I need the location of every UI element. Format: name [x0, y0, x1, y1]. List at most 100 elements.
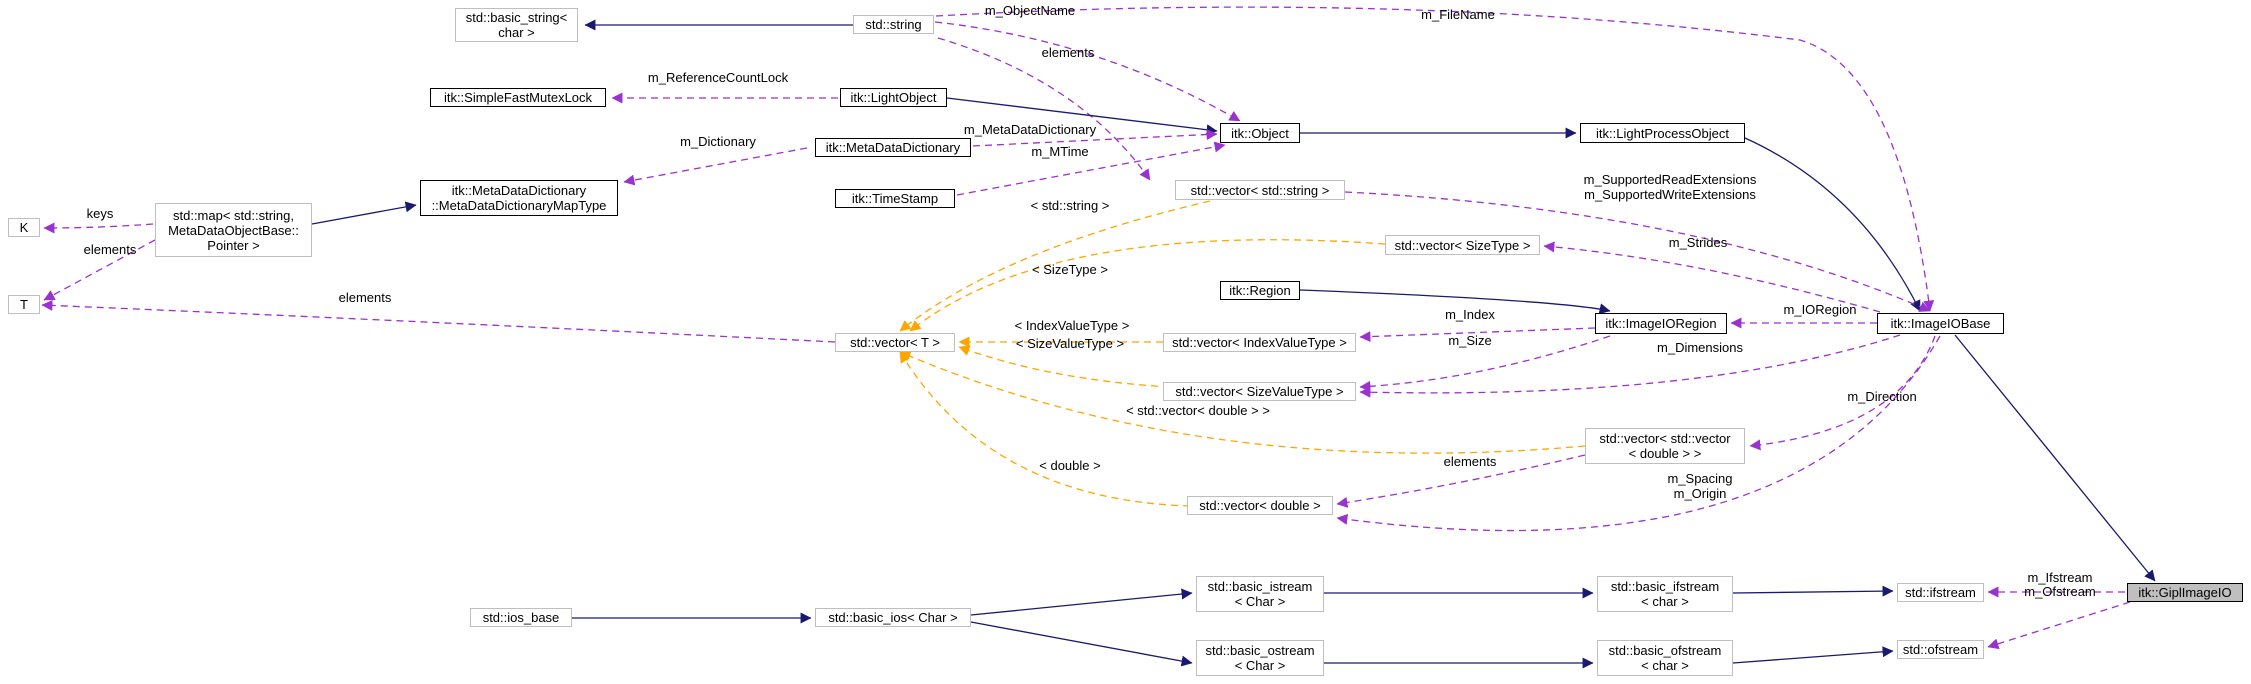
edge-usage-ofstream-to-gipl-image-io — [1987, 601, 2131, 650]
node-label-line: itk::MetaDataDictionary — [825, 140, 961, 155]
node-label-line: itk::LightObject — [850, 90, 937, 105]
node-image-io-base[interactable]: itk::ImageIOBase — [1877, 313, 2004, 334]
node-vector-T[interactable]: std::vector< T > — [835, 333, 955, 352]
edge-usage-vector-sizetype-to-image-io-base — [1543, 241, 1881, 313]
node-label-line: itk::ImageIORegion — [1605, 316, 1717, 331]
node-label-line: < char > — [1641, 658, 1689, 673]
node-time-stamp[interactable]: itk::TimeStamp — [835, 189, 955, 208]
edge-usage-T-to-vector-T — [41, 299, 836, 343]
node-label-line: std::basic_ifstream — [1610, 579, 1720, 594]
node-label-line: std::vector< std::vector — [1599, 431, 1731, 446]
edge-template-vector-T-to-vector-sizevaluetype — [958, 345, 1171, 388]
edge-usage-std-string-to-image-io-base — [935, 6, 1935, 312]
edge-inheritance-light-process-object-to-image-io-base — [1744, 137, 1921, 312]
edge-usage-vector-sizevaluetype-to-image-io-base — [1359, 334, 1901, 398]
edge-usage-meta-data-dictionary-to-object — [972, 129, 1218, 147]
node-label-line: itk::GiplImageIO — [2138, 585, 2232, 600]
node-label-line: ::MetaDataDictionaryMapType — [431, 198, 607, 213]
edge-usage-std-string-to-object — [934, 21, 1241, 122]
node-basic-string-char[interactable]: std::basic_string<char > — [455, 8, 578, 42]
node-vector-vector-double[interactable]: std::vector< std::vector< double > > — [1585, 428, 1745, 464]
node-vector-sizetype[interactable]: std::vector< SizeType > — [1385, 235, 1540, 255]
edge-template-vector-T-to-vector-vector-double — [899, 351, 1586, 454]
node-label-line: std::basic_istream — [1207, 579, 1313, 594]
node-label-line: std::map< std::string, — [172, 207, 295, 223]
node-gipl-image-io: itk::GiplImageIO — [2127, 583, 2243, 602]
node-label-line: T — [20, 297, 28, 312]
node-label-line: < Char > — [1234, 594, 1286, 609]
node-label-line: itk::Region — [1229, 283, 1291, 298]
node-light-object[interactable]: itk::LightObject — [840, 88, 947, 107]
node-std-string[interactable]: std::string — [853, 15, 934, 34]
node-label-line: < char > — [1641, 594, 1689, 609]
edge-usage-vector-vector-double-to-image-io-base — [1749, 335, 1936, 451]
edge-usage-vector-double-to-vector-vector-double — [1336, 454, 1586, 508]
node-K[interactable]: K — [8, 218, 40, 237]
node-vector-sizevaluetype[interactable]: std::vector< SizeValueType > — [1163, 382, 1356, 401]
node-object[interactable]: itk::Object — [1220, 123, 1300, 143]
node-label-line: < double > > — [1628, 446, 1702, 461]
node-light-process-object[interactable]: itk::LightProcessObject — [1580, 123, 1745, 143]
node-label-line: itk::LightProcessObject — [1596, 125, 1729, 141]
node-mdd-map-type[interactable]: itk::MetaDataDictionary::MetaDataDiction… — [420, 180, 618, 216]
edge-inheritance-basic-ofstream-char-to-ofstream — [1732, 646, 1894, 664]
node-label-line: std::string — [865, 17, 922, 32]
node-label-line: std::vector< std::string > — [1190, 182, 1330, 198]
node-label-line: std::basic_string< — [465, 10, 568, 25]
node-basic-istream-char[interactable]: std::basic_istream< Char > — [1196, 576, 1324, 612]
edge-inheritance-basic-ios-char-to-basic-istream-char — [970, 588, 1193, 616]
node-meta-data-dictionary[interactable]: itk::MetaDataDictionary — [815, 138, 971, 157]
node-basic-ios-char[interactable]: std::basic_ios< Char > — [815, 608, 971, 627]
node-label-line: std::basic_ios< Char > — [828, 610, 958, 625]
node-label-line: std::vector< SizeType > — [1394, 237, 1531, 253]
node-basic-ofstream-char[interactable]: std::basic_ofstream< char > — [1597, 640, 1733, 676]
node-label-line: std::vector< double > — [1199, 498, 1321, 513]
node-region[interactable]: itk::Region — [1220, 281, 1300, 300]
edge-template-vector-T-to-vector-string — [899, 200, 1211, 332]
edge-usage-std-string-to-vector-string — [937, 37, 1151, 181]
node-label-line: MetaDataObjectBase:: — [168, 222, 299, 238]
node-ofstream[interactable]: std::ofstream — [1897, 640, 1984, 659]
edge-usage-T-to-std-map — [43, 239, 156, 301]
edge-inheritance-basic-ifstream-char-to-ifstream — [1732, 585, 1894, 597]
node-label-line: itk::Object — [1231, 125, 1289, 141]
edge-template-vector-T-to-vector-sizetype — [909, 239, 1386, 332]
node-label-line: itk::SimpleFastMutexLock — [443, 90, 593, 105]
node-basic-ifstream-char[interactable]: std::basic_ifstream< char > — [1597, 576, 1733, 612]
node-label-line: char > — [498, 25, 535, 40]
node-label-line: Pointer > — [207, 237, 260, 253]
node-vector-indexvaluetype[interactable]: std::vector< IndexValueType > — [1163, 333, 1356, 352]
node-label-line: itk::MetaDataDictionary — [451, 183, 587, 198]
node-vector-string[interactable]: std::vector< std::string > — [1175, 180, 1345, 200]
edge-usage-vector-indexvaluetype-to-image-io-region — [1359, 327, 1596, 343]
edge-usage-K-to-std-map — [43, 222, 154, 234]
node-label-line: std::ofstream — [1902, 642, 1979, 657]
node-label-line: std::basic_ostream — [1205, 643, 1315, 658]
edge-usage-vector-double-to-image-io-base — [1336, 335, 1941, 532]
node-image-io-region[interactable]: itk::ImageIORegion — [1595, 313, 1727, 334]
node-label-line: std::basic_ofstream — [1608, 643, 1722, 658]
edge-inheritance-std-map-to-mdd-map-type — [311, 201, 417, 225]
node-std-map[interactable]: std::map< std::string,MetaDataObjectBase… — [155, 203, 312, 257]
edge-usage-vector-string-to-image-io-base — [1344, 191, 1931, 312]
node-label-line: std::ifstream — [1905, 585, 1976, 600]
node-ifstream[interactable]: std::ifstream — [1897, 583, 1984, 602]
node-label-line: std::ios_base — [482, 610, 560, 625]
node-basic-ostream-char[interactable]: std::basic_ostream< Char > — [1196, 640, 1324, 676]
edge-usage-time-stamp-to-object — [956, 141, 1226, 196]
node-label-line: std::vector< T > — [850, 335, 940, 350]
edge-inheritance-light-object-to-object — [946, 97, 1218, 136]
node-ios-base[interactable]: std::ios_base — [470, 608, 572, 627]
node-label-line: itk::TimeStamp — [851, 191, 939, 206]
node-vector-double[interactable]: std::vector< double > — [1187, 496, 1333, 515]
node-label-line: std::vector< IndexValueType > — [1172, 335, 1347, 350]
node-label-line: < Char > — [1234, 658, 1286, 673]
node-simple-fast-mutex-lock[interactable]: itk::SimpleFastMutexLock — [430, 88, 606, 107]
edge-usage-vector-sizevaluetype-to-image-io-region — [1359, 335, 1611, 392]
node-T[interactable]: T — [8, 295, 40, 314]
node-label-line: K — [19, 220, 29, 235]
edge-inheritance-basic-ios-char-to-basic-ostream-char — [970, 621, 1193, 667]
edge-template-vector-T-to-vector-double — [899, 351, 1191, 507]
